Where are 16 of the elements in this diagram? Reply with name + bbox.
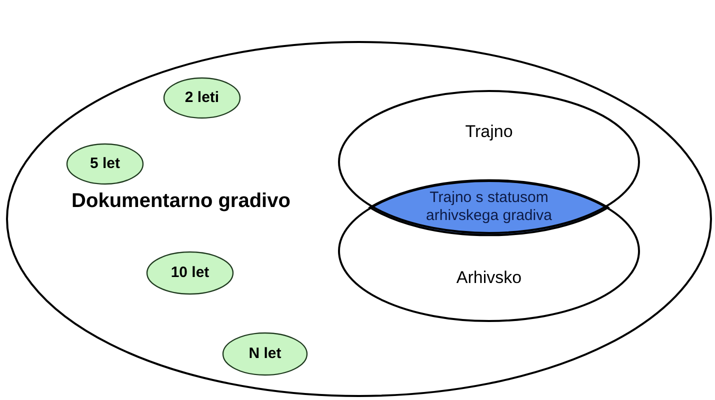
retention-label: N let [248, 345, 282, 363]
retention-label: 2 leti [184, 89, 220, 107]
set-ellipse [338, 180, 640, 322]
retention-oval [163, 77, 241, 119]
set-ellipse [338, 90, 640, 234]
retention-oval [222, 332, 308, 376]
retention-label: 10 let [170, 264, 210, 282]
retention-oval [146, 251, 234, 295]
set-label: Trajno s statusom arhivskega gradiva [425, 189, 553, 225]
retention-oval [66, 143, 144, 185]
intersection-lens [369, 178, 609, 236]
set-label: Trajno [464, 122, 514, 142]
outer-ellipse [6, 41, 712, 397]
set-label: Arhivsko [455, 268, 523, 288]
retention-label: 5 let [88, 155, 121, 173]
set-title: Dokumentarno gradivo [70, 189, 292, 213]
